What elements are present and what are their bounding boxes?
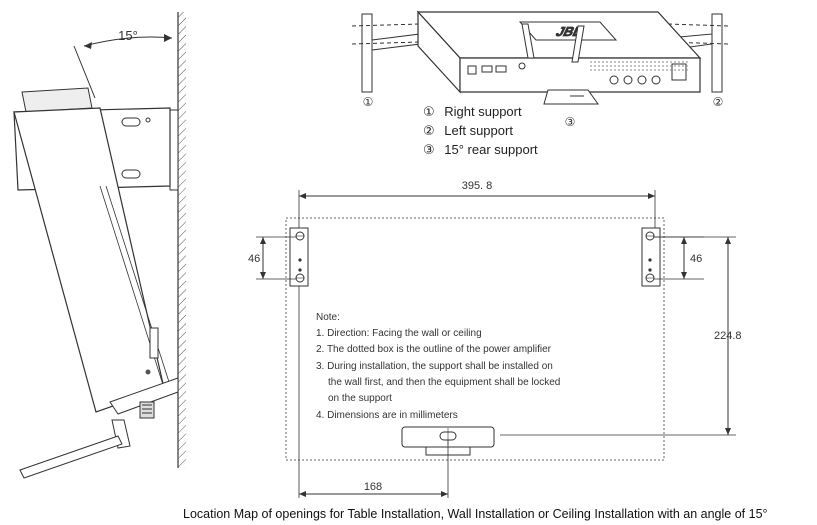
legend-marker: ① [423, 104, 435, 119]
bottom-bracket [109, 377, 179, 415]
marker-rear-support: ③ [565, 115, 576, 129]
angle-arc [83, 36, 173, 47]
legend-item: ③ 15° rear support [423, 142, 538, 157]
amplifier-edge [105, 185, 171, 386]
amplifier-screw [145, 369, 151, 375]
angle-arrow-right [164, 34, 172, 42]
legend-marker: ③ [423, 142, 435, 157]
rear-port [495, 65, 507, 73]
rear-offset-label: 168 [364, 481, 382, 493]
note-line: 4. Dimensions are in millimeters [316, 410, 458, 421]
jbl-logo: JBL [518, 21, 618, 41]
right-support-drawing [351, 13, 421, 93]
speaker-terminal [637, 75, 647, 85]
angle-label: 15° [118, 28, 138, 43]
antenna-rod [19, 435, 123, 479]
hole-location-map: 395. 8 46 46 [248, 180, 742, 498]
note-line: on the support [328, 393, 392, 404]
wall-hatching [178, 12, 186, 468]
width-dimension-label: 395. 8 [462, 180, 493, 192]
amplifier-outline-dotted [285, 217, 665, 461]
marker-left-support: ② [713, 95, 724, 109]
rear-port [467, 65, 477, 75]
wall-bracket-flange [169, 109, 179, 191]
right-height-label: 46 [690, 253, 702, 265]
vent-grille [590, 61, 690, 71]
rear-jack [518, 62, 526, 70]
bracket-slot-top [121, 117, 141, 127]
installation-notes: Note: 1. Direction: Facing the wall or c… [316, 312, 560, 421]
amplifier-top-view: JBL ① ② ③ [351, 10, 729, 129]
amplifier-rear-face [459, 57, 701, 93]
power-inlet [671, 63, 687, 81]
angle-arrow-left [84, 42, 92, 49]
legend-text: Left support [444, 123, 513, 138]
legend-text: 15° rear support [444, 142, 538, 157]
legend-text: Right support [444, 104, 522, 119]
right-mount-bracket [641, 227, 661, 287]
antenna-left [521, 23, 535, 59]
figure-caption: Location Map of openings for Table Insta… [183, 507, 768, 521]
bracket-hole [145, 117, 151, 123]
depth-dimension-label: 224.8 [714, 330, 742, 342]
rear-support-drawing [543, 89, 599, 105]
speaker-terminal [609, 75, 619, 85]
angle-guide-line [73, 45, 96, 99]
speaker-terminal [623, 75, 633, 85]
note-line: 1. Direction: Facing the wall or ceiling [316, 328, 482, 339]
legend-item: ② Left support [423, 123, 513, 138]
note-line: 2. The dotted box is the outline of the … [316, 344, 552, 355]
note-line: the wall first, and then the equipment s… [328, 377, 560, 388]
support-legend: ① Right support ② Left support ③ 15° rea… [423, 104, 538, 157]
marker-right-support: ① [363, 95, 374, 109]
amplifier-side-tab [149, 327, 159, 359]
wall-mount-side-view: 15° [13, 12, 186, 479]
antenna-right [571, 25, 585, 63]
note-line: 3. During installation, the support shal… [316, 361, 553, 372]
bracket-slot-bottom [121, 169, 141, 179]
speaker-terminal [651, 75, 661, 85]
antenna-connector [139, 401, 155, 419]
rear-port [481, 65, 493, 73]
legend-marker: ② [423, 123, 435, 138]
legend-item: ① Right support [423, 104, 522, 119]
left-height-label: 46 [248, 253, 260, 265]
notes-title: Note: [316, 312, 340, 323]
